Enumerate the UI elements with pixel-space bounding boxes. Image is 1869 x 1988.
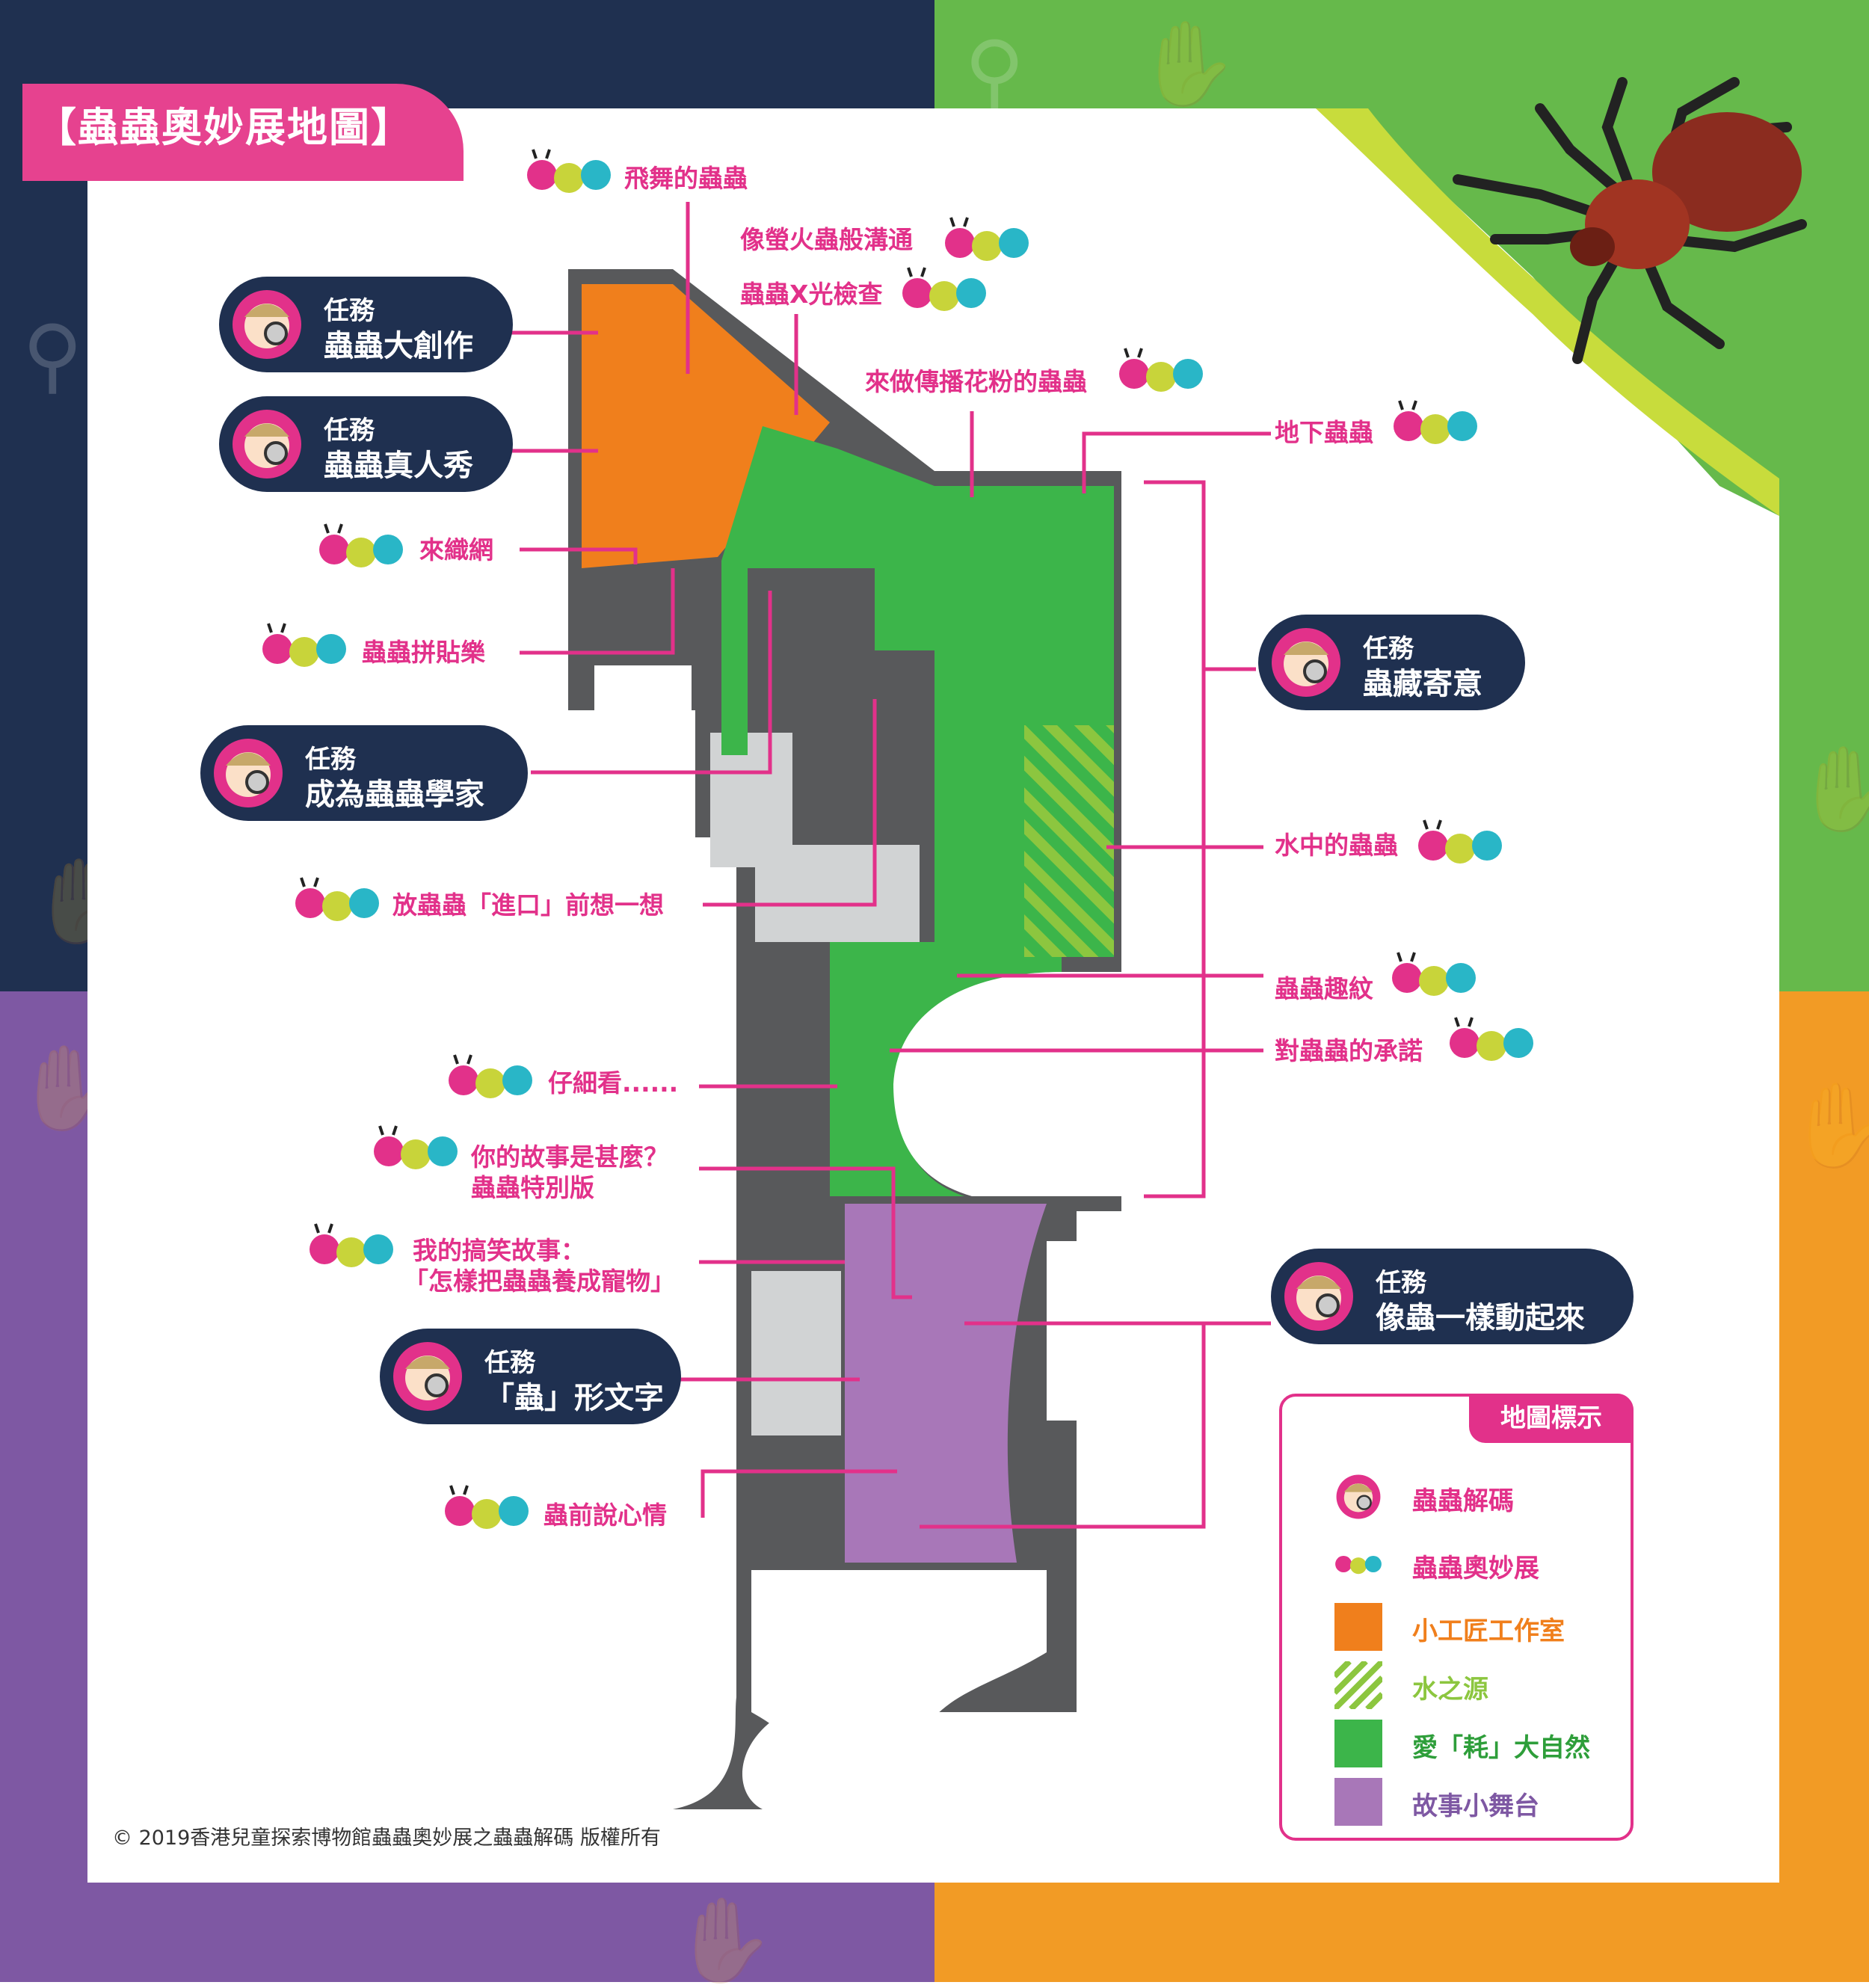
exhibit-import[interactable]: 放蟲蟲「進口」前想一想 bbox=[392, 890, 664, 920]
exhibit-xray[interactable]: 蟲蟲X光檢查 bbox=[740, 280, 883, 309]
map-title-tab: 【蟲蟲奧妙展地圖】 bbox=[22, 84, 464, 181]
zone-workshop bbox=[582, 284, 830, 568]
legend-label: 愛「耗」大自然 bbox=[1412, 1733, 1590, 1763]
mission-bug-reality-show[interactable]: 任務 蟲蟲真人秀 bbox=[219, 396, 513, 492]
entrance-lobby bbox=[751, 1570, 1047, 1787]
exhibit-pollination[interactable]: 來做傳播花粉的蟲蟲 bbox=[865, 367, 1087, 396]
mission-label: 任務 bbox=[484, 1348, 535, 1378]
mission-entomologist[interactable]: 任務 成為蟲蟲學家 bbox=[200, 725, 528, 821]
legend-title: 地圖標示 bbox=[1469, 1394, 1634, 1443]
exhibit-promise[interactable]: 對蟲蟲的承諾 bbox=[1275, 1036, 1423, 1065]
legend-row-workshop: 小工匠工作室 bbox=[1334, 1597, 1619, 1657]
bug-decoder-icon bbox=[1284, 1262, 1353, 1331]
caterpillar-icon bbox=[319, 523, 403, 567]
caterpillar-icon bbox=[1418, 819, 1502, 864]
hand-icon: ✋ bbox=[1787, 1077, 1869, 1173]
exhibit-patterns[interactable]: 蟲蟲趣紋 bbox=[1275, 974, 1373, 1003]
exhibit-funny-story-line1: 我的搞笑故事： bbox=[413, 1236, 585, 1265]
caterpillar-icon bbox=[1119, 348, 1203, 392]
mission-label: 任務 bbox=[1376, 1268, 1426, 1298]
exhibit-flying-bugs[interactable]: 飛舞的蟲蟲 bbox=[624, 164, 748, 193]
magnifier-icon: ⚲ bbox=[22, 307, 83, 403]
mission-label: 任務 bbox=[324, 416, 375, 446]
exhibit-your-story-line2: 蟲蟲特別版 bbox=[471, 1173, 594, 1203]
caterpillar-icon bbox=[449, 1054, 532, 1098]
legend-row-stage: 故事小舞台 bbox=[1334, 1772, 1619, 1832]
caterpillar-icon bbox=[1392, 952, 1476, 996]
legend-row-water: 水之源 bbox=[1334, 1655, 1619, 1715]
map-legend: 地圖標示 蟲蟲解碼 蟲蟲奧妙展 小工匠工作室 水之源 愛「耗」大自然 故事小舞台 bbox=[1279, 1394, 1634, 1841]
caterpillar-icon bbox=[445, 1485, 529, 1529]
restroom-block bbox=[751, 1271, 841, 1435]
bug-decoder-icon bbox=[393, 1342, 462, 1411]
arch-room bbox=[893, 972, 1121, 1196]
bug-decoder-icon bbox=[214, 739, 283, 807]
legend-swatch-stripes bbox=[1334, 1661, 1382, 1709]
bug-decoder-icon bbox=[233, 290, 301, 359]
caterpillar-icon bbox=[1394, 400, 1477, 444]
hand-icon: ✋ bbox=[1794, 741, 1869, 837]
exhibit-talk-heart[interactable]: 蟲前說心情 bbox=[544, 1501, 667, 1530]
copyright-notice: © 2019香港兒童探索博物館蟲蟲奧妙展之蟲蟲解碼 版權所有 bbox=[112, 1827, 661, 1850]
exhibit-your-story[interactable]: 你的故事是甚麼？ 蟲蟲特別版 bbox=[471, 1142, 668, 1204]
map-title: 【蟲蟲奧妙展地圖】 bbox=[36, 104, 413, 151]
mission-bug-creation[interactable]: 任務 蟲蟲大創作 bbox=[219, 277, 513, 372]
mission-label: 任務 bbox=[305, 745, 356, 775]
zone-nature bbox=[721, 426, 1114, 1196]
legend-row-decoder: 蟲蟲解碼 bbox=[1334, 1467, 1619, 1527]
legend-label: 水之源 bbox=[1412, 1675, 1488, 1705]
legend-label: 小工匠工作室 bbox=[1412, 1616, 1565, 1646]
exhibit-collage[interactable]: 蟲蟲拼貼樂 bbox=[362, 638, 485, 667]
exhibit-your-story-line1: 你的故事是甚麼？ bbox=[471, 1142, 668, 1172]
mission-name: 蟲藏寄意 bbox=[1363, 667, 1482, 701]
caterpillar-icon bbox=[262, 623, 346, 667]
mission-name: 成為蟲蟲學家 bbox=[305, 778, 484, 812]
exhibit-funny-story-line2: 「怎樣把蟲蟲養成寵物」 bbox=[404, 1267, 675, 1296]
legend-row-nature: 愛「耗」大自然 bbox=[1334, 1714, 1619, 1773]
bug-decoder-icon bbox=[1272, 628, 1340, 697]
legend-swatch-purple bbox=[1334, 1778, 1382, 1826]
exhibit-weave-web[interactable]: 來織網 bbox=[419, 535, 493, 564]
magnifier-icon: ⚲ bbox=[964, 23, 1025, 119]
bug-decoder-icon bbox=[233, 410, 301, 478]
mission-label: 任務 bbox=[1363, 634, 1414, 664]
zone-water bbox=[1024, 725, 1114, 957]
hand-icon: ✋ bbox=[673, 1892, 775, 1988]
exhibit-funny-story[interactable]: 我的搞笑故事： 「怎樣把蟲蟲養成寵物」 bbox=[404, 1235, 675, 1297]
legend-swatch-green bbox=[1334, 1720, 1382, 1767]
caterpillar-icon bbox=[310, 1223, 393, 1267]
mission-label: 任務 bbox=[324, 296, 375, 326]
legend-label: 蟲蟲奧妙展 bbox=[1412, 1554, 1539, 1584]
exhibit-water-bugs[interactable]: 水中的蟲蟲 bbox=[1275, 831, 1398, 860]
legend-label: 蟲蟲解碼 bbox=[1412, 1486, 1514, 1516]
caterpillar-icon bbox=[945, 217, 1029, 261]
hand-icon: ✋ bbox=[1136, 16, 1239, 111]
legend-row-exhibition: 蟲蟲奧妙展 bbox=[1334, 1534, 1619, 1594]
escalator-room bbox=[755, 845, 920, 942]
mission-name: 「蟲」形文字 bbox=[484, 1381, 664, 1415]
legend-label: 故事小舞台 bbox=[1412, 1791, 1539, 1821]
exhibit-underground[interactable]: 地下蟲蟲 bbox=[1275, 418, 1373, 447]
legend-swatch-orange bbox=[1334, 1603, 1382, 1651]
mission-bug-message[interactable]: 任務 蟲藏寄意 bbox=[1258, 615, 1525, 710]
exhibit-look-closely[interactable]: 仔細看...... bbox=[548, 1068, 679, 1098]
mission-name: 像蟲一樣動起來 bbox=[1376, 1301, 1585, 1335]
service-room bbox=[594, 665, 692, 725]
mission-move-like-bug[interactable]: 任務 像蟲一樣動起來 bbox=[1271, 1249, 1634, 1344]
caterpillar-icon bbox=[1335, 1555, 1382, 1575]
side-room bbox=[1047, 1241, 1106, 1421]
bug-decoder-icon bbox=[1336, 1474, 1381, 1519]
mission-name: 蟲蟲真人秀 bbox=[324, 449, 473, 483]
caterpillar-icon bbox=[295, 877, 379, 921]
mission-bug-characters[interactable]: 任務 「蟲」形文字 bbox=[380, 1329, 681, 1424]
mission-name: 蟲蟲大創作 bbox=[324, 329, 473, 363]
caterpillar-icon bbox=[374, 1125, 458, 1169]
caterpillar-icon bbox=[1450, 1017, 1533, 1061]
caterpillar-icon bbox=[902, 267, 986, 311]
caterpillar-icon bbox=[527, 149, 611, 193]
exhibit-firefly[interactable]: 像螢火蟲般溝通 bbox=[740, 225, 913, 254]
